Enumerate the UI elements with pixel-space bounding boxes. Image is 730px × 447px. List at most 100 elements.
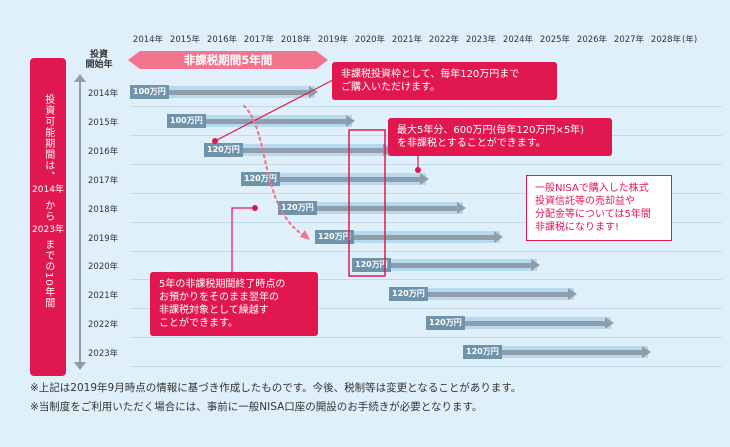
holding-period-arrow [130,90,309,95]
tax-free-banner-text: 非課税期間5年間 [183,53,273,67]
year-label: 2018年 [280,35,312,45]
callout-rollover-line1: 5年の非課税期間終了時点の [159,279,286,290]
holding-period-arrow [278,205,457,211]
year-label: 2014年 [132,35,164,45]
callout-rollover: 5年の非課税期間終了時点の お預かりをそのまま翌年の 非課税対象として繰越す こ… [150,272,318,336]
holding-period-arrow [167,118,346,124]
year-label: 2020年 [354,35,386,45]
row-start-year: 2021年 [88,291,119,302]
arrow-head-icon [642,346,651,359]
row-divider [130,308,722,310]
vertical-label-year_from: 2014年 [32,185,64,195]
investment-amount: 120万円 [352,258,391,273]
investment-amount: 120万円 [204,142,243,157]
connector-rollover [231,207,255,282]
investment-amount: 120万円 [426,316,465,331]
callout-annual-limit-line2: ご購入いただけます。 [341,82,440,93]
rollover-dotted-arrow [242,104,307,238]
callout-nisa-info-line3: 分配金等については5年間 [535,209,651,220]
arrow-head-icon [568,288,577,301]
vertical-label-kara: から [42,199,54,222]
vertical-label-line1: 投資可能期間は、 [42,94,54,182]
year-label: 2025年 [539,35,571,45]
investment-amount: 100万円 [130,85,169,99]
axis-up-arrow-icon [74,74,86,82]
callout-nisa-info-line1: 一般NISAで購入した株式 [535,183,649,194]
callout-max-total-line2: を非課税とすることができます。 [397,138,546,149]
investment-amount: 100万円 [167,113,206,128]
connector-dot-2016 [212,138,218,144]
note-2: ※当制度をご利用いただく場合には、事前に一般NISA口座の開設のお手続きが必要と… [30,401,483,413]
year-label: 2028年 [650,35,682,45]
investment-amount: 120万円 [463,345,502,360]
holding-period-arrow [315,234,494,240]
row-divider [130,163,722,165]
holding-period-arrow [241,176,420,182]
year-unit-label: (年) [682,35,698,45]
callout-nisa-info-line4: 非課税になります! [535,222,620,233]
row-start-year: 2020年 [88,262,119,273]
callout-max-total: 最大5年分、600万円(毎年120万円×5年) を非課税とすることができます。 [388,118,612,156]
tax-free-period-banner [140,51,316,69]
year-label: 2027年 [613,35,645,45]
investment-amount: 120万円 [278,200,317,215]
holding-period-arrow [426,321,605,327]
banner-right-arrow-icon [316,51,328,69]
year-label: 2019年 [317,35,349,45]
start-year-header: 投資 開始年 [84,50,114,70]
holding-period-arrow [204,147,383,153]
year-label: 2022年 [428,35,460,45]
start-year-header-line2: 開始年 [85,60,113,70]
holding-period-arrow [389,292,568,298]
row-start-year: 2016年 [88,146,119,157]
callout-max-total-line1: 最大5年分、600万円(毎年120万円×5年) [397,125,585,136]
row-start-year: 2017年 [88,175,119,186]
callout-annual-limit-line1: 非課税投資枠として、毎年120万円まで [341,69,520,80]
year-label: 2024年 [502,35,534,45]
row-start-year: 2022年 [88,320,119,331]
year-label: 2021年 [391,35,423,45]
rollover-arrow-head-icon [300,230,310,240]
year-label: 2017年 [243,35,275,45]
row-start-year: 2023年 [88,349,119,360]
callout-rollover-line4: ことができます。 [159,318,238,329]
connector-annual-limit [214,79,334,142]
callout-nisa-info-line2: 投資信託等の売却益や [535,196,635,207]
arrow-head-icon [605,317,614,330]
callout-rollover-line2: お預かりをそのまま翌年の [159,292,279,303]
row-start-year: 2019年 [88,233,119,244]
start-year-header-line1: 投資 [89,50,108,60]
arrow-head-icon [420,172,429,185]
arrow-head-icon [494,230,503,243]
row-start-year: 2015年 [88,117,119,128]
row-start-year: 2018年 [88,204,119,215]
arrow-head-icon [346,114,355,127]
row-divider [130,221,722,223]
investment-amount: 120万円 [241,171,280,186]
note-1: ※上記は2019年9月時点の情報に基づき作成したものです。今後、税制等は変更とな… [30,382,522,394]
connector-dot-max [415,167,421,173]
max-total-highlight-box [348,129,386,277]
investment-amount: 120万円 [389,287,428,302]
year-label: 2015年 [169,35,201,45]
year-label: 2023年 [465,35,497,45]
year-label: 2026年 [576,35,608,45]
callout-rollover-line3: 非課税対象として繰越す [159,305,269,316]
row-divider [130,366,722,368]
row-divider [130,279,722,281]
row-start-year: 2014年 [88,89,119,99]
axis-down-arrow-icon [74,362,86,370]
arrow-head-icon [309,86,318,98]
callout-nisa-info: 一般NISAで購入した株式 投資信託等の売却益や 分配金等については5年間 非課… [526,175,672,241]
vertical-label-year_to: 2023年 [32,224,64,235]
arrow-head-icon [457,201,466,214]
callout-annual-limit: 非課税投資枠として、毎年120万円まで ご購入いただけます。 [332,62,557,100]
row-divider [130,337,722,339]
holding-period-arrow [463,350,642,356]
year-label: 2016年 [206,35,238,45]
investment-amount: 120万円 [315,229,354,244]
row-divider [130,250,722,252]
